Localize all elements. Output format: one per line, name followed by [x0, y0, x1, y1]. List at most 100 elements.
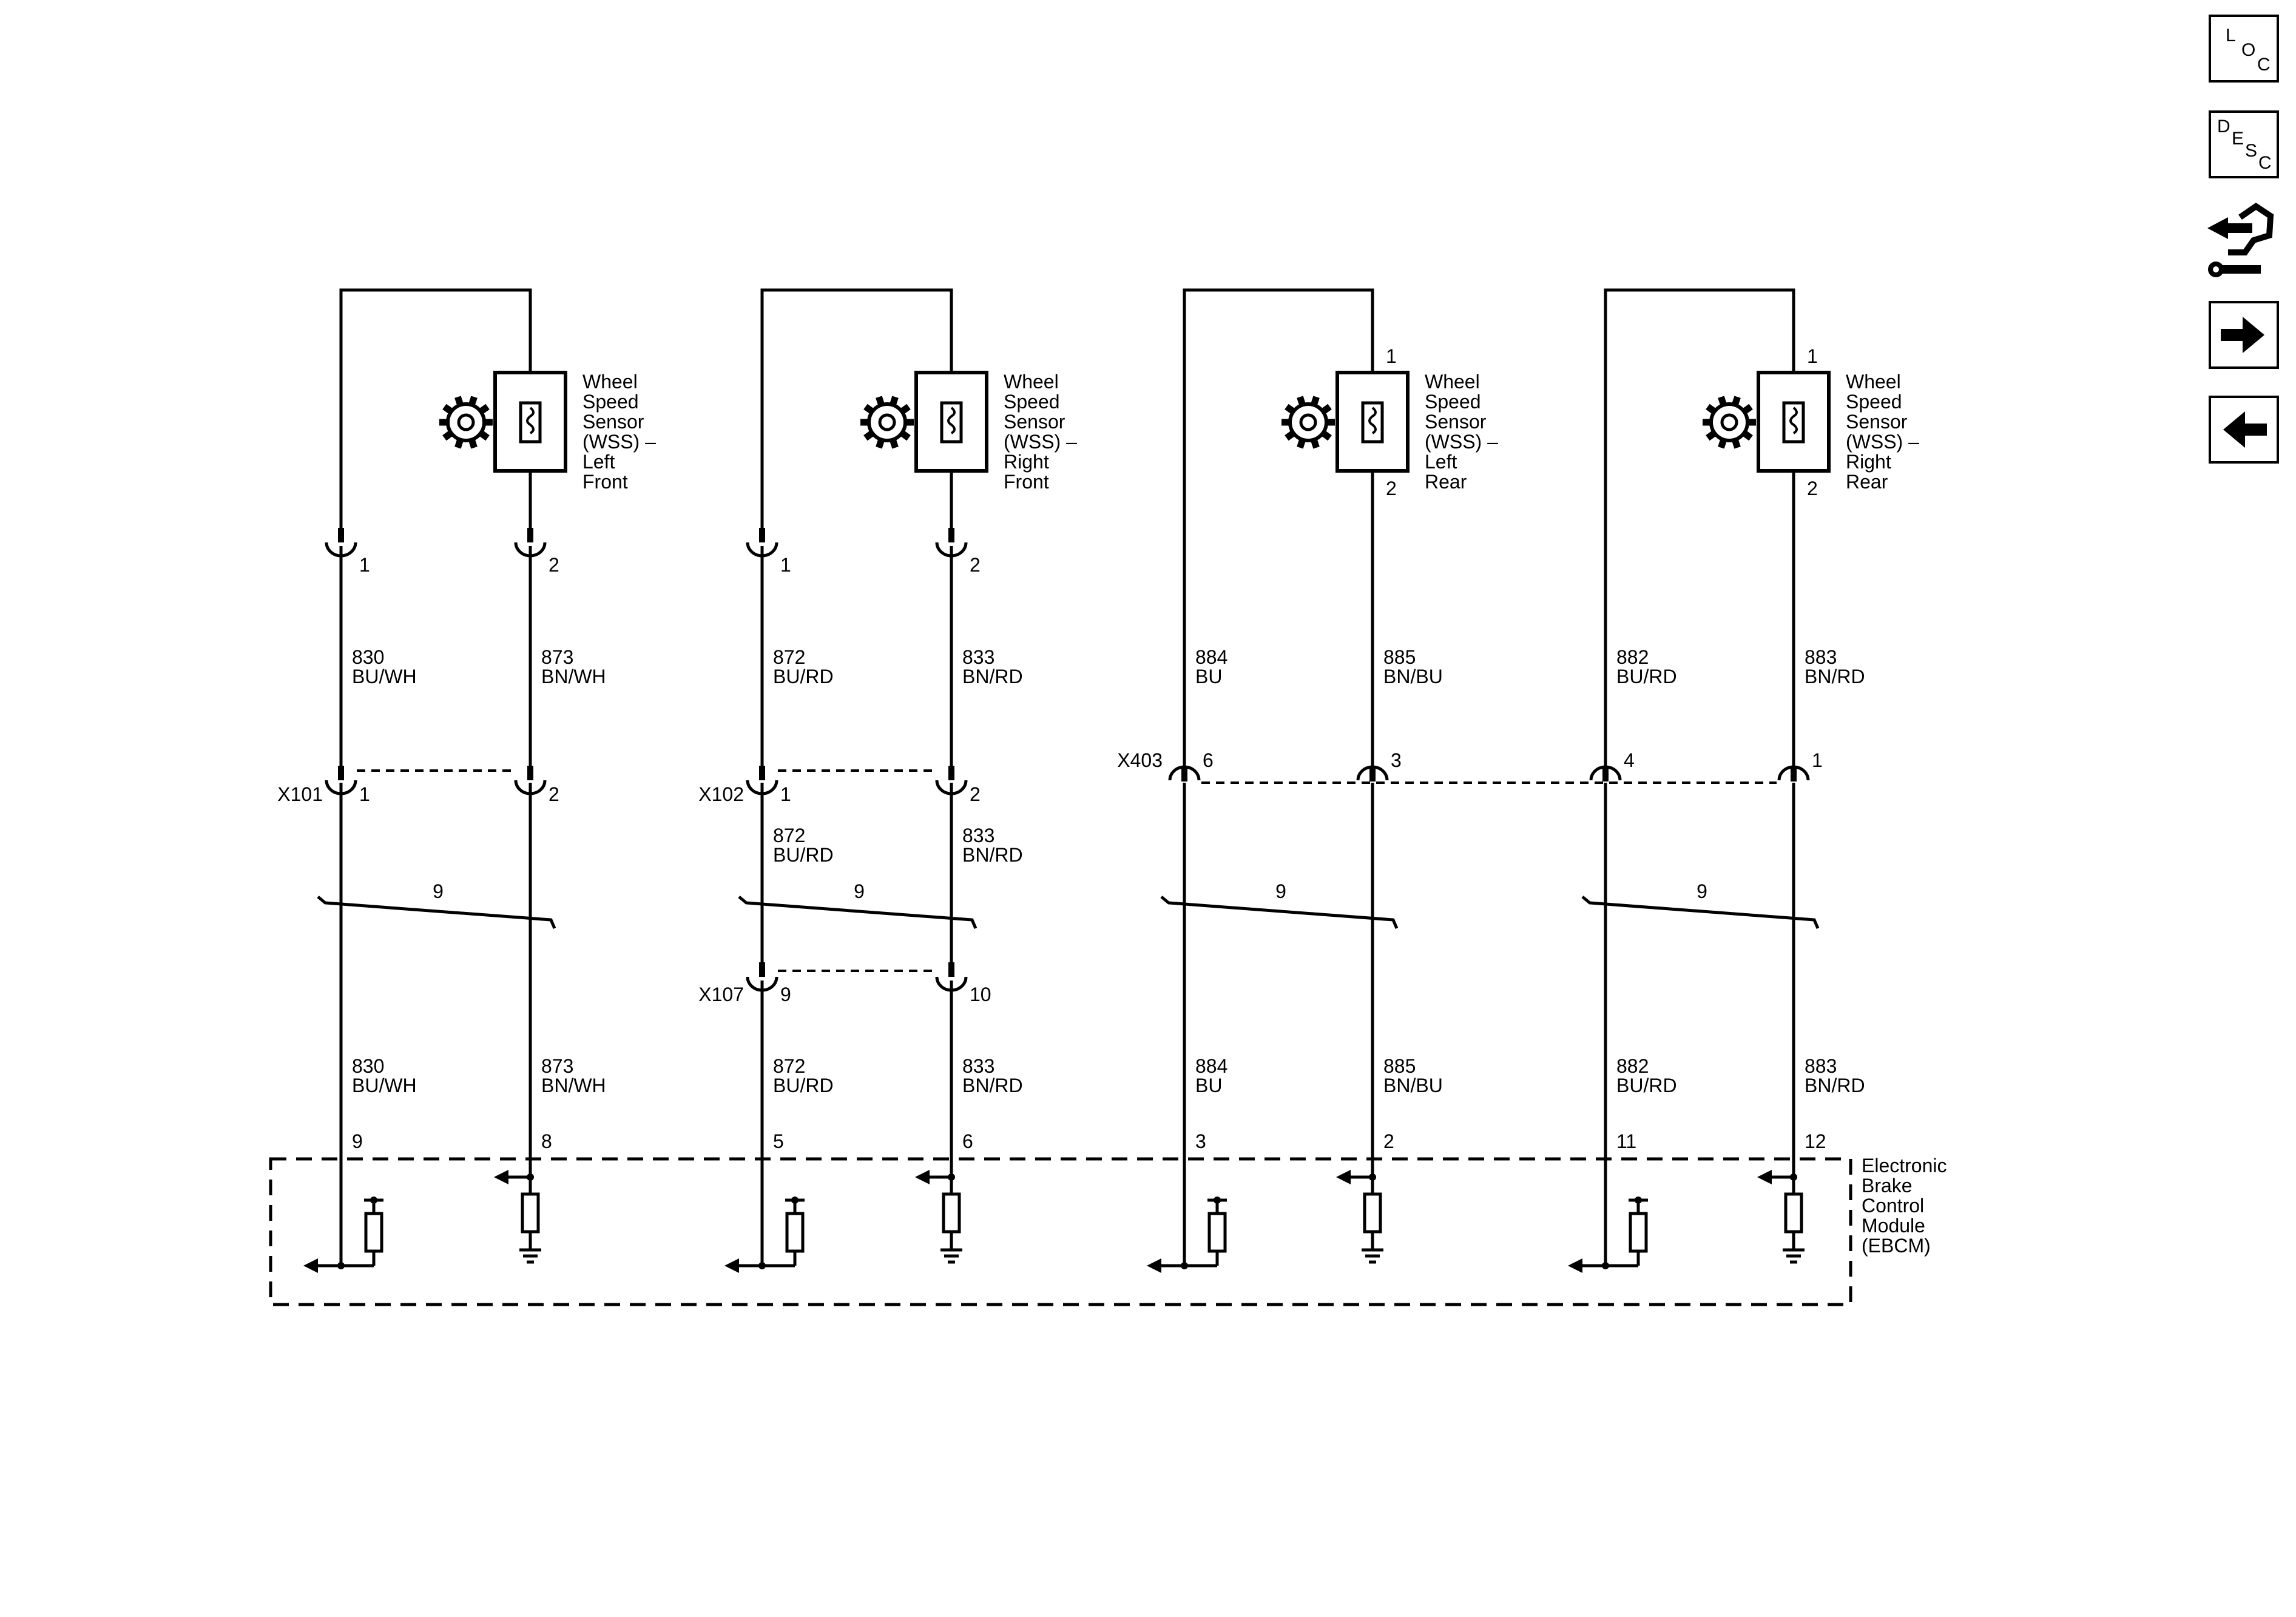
connector-cup — [1777, 765, 1810, 781]
sensor-element — [940, 401, 963, 444]
wire-color-code: BU/RD — [773, 844, 834, 866]
location-button[interactable]: L O C — [2209, 15, 2279, 83]
connector-pin: 1 — [1812, 749, 1823, 771]
sensor-element — [1782, 401, 1805, 444]
sensor-name-line: (WSS) – — [1846, 431, 1919, 453]
ebcm-name-line: Module — [1862, 1215, 1925, 1237]
sensor-name-line: Speed — [1004, 391, 1060, 413]
connector-name: X101 — [277, 783, 323, 805]
ebcm-input-circuit — [1336, 1170, 1383, 1264]
sensor-name-line: Sensor — [1425, 411, 1487, 433]
previous-page-button[interactable] — [2209, 396, 2279, 464]
ebcm-pin-number: 8 — [541, 1130, 552, 1152]
twisted-pair-count: 9 — [1275, 880, 1286, 902]
wire-circuit-number: 884 — [1195, 1055, 1227, 1077]
gear-icon — [439, 396, 493, 449]
sensor-pin-bottom: 2 — [1386, 478, 1397, 499]
wire-color-code: BN/BU — [1383, 1075, 1443, 1096]
twisted-pair-count: 9 — [854, 880, 865, 902]
twisted-pair-marker: 9 — [738, 880, 977, 929]
sensor-pin-top: 1 — [1386, 345, 1397, 367]
sensor-loop-wire — [339, 288, 532, 528]
sensor-loop-wire — [760, 288, 953, 528]
resistor — [785, 1212, 805, 1253]
ebcm-arrow-icon — [1336, 1170, 1351, 1184]
wire-color-code: BU/RD — [1616, 666, 1677, 687]
sensor-name-line: Right — [1004, 451, 1049, 473]
connector-name: X403 — [1117, 749, 1163, 771]
description-button[interactable]: D E S C — [2209, 110, 2279, 178]
connector-name: X107 — [698, 984, 744, 1005]
wire-color-code: BN/RD — [962, 1075, 1023, 1096]
gear-icon — [1281, 396, 1335, 449]
resistor — [521, 1192, 540, 1234]
sensor-name-line: Right — [1846, 451, 1891, 473]
resistor — [1629, 1212, 1648, 1253]
ebcm-input-circuit — [1147, 1177, 1227, 1273]
ebcm-arrow-icon — [1757, 1170, 1772, 1184]
sensor-coil — [1368, 407, 1377, 434]
wire-circuit-number: 830 — [352, 1055, 384, 1077]
wire-circuit-number: 883 — [1805, 1055, 1837, 1077]
sensor-name-line: Wheel — [1004, 371, 1059, 393]
ebcm-pin-number: 2 — [1383, 1130, 1394, 1152]
sensor-loop-wire — [1604, 288, 1795, 766]
next-page-button[interactable] — [2209, 301, 2279, 369]
ebcm-input-circuit — [494, 1170, 541, 1264]
twisted-pair-marker: 9 — [1581, 880, 1820, 929]
connector-cup — [1356, 765, 1389, 781]
wire-color-code: BN/RD — [962, 666, 1023, 687]
ebcm-input-circuit — [303, 1177, 383, 1273]
sensor-name-line: Wheel — [582, 371, 638, 393]
ebcm-input-circuit — [915, 1170, 962, 1264]
sensor-name-line: Speed — [582, 391, 639, 413]
wire-circuit-number: 885 — [1383, 1055, 1416, 1077]
ebcm-arrow-icon — [494, 1170, 508, 1184]
ebcm-name-line: Control — [1862, 1195, 1924, 1217]
resistor — [1363, 1192, 1382, 1234]
wire-color-code: BU — [1195, 666, 1222, 687]
desc-letter-c: C — [2258, 153, 2272, 173]
connector-cup — [1589, 765, 1622, 781]
wire-circuit-number: 873 — [541, 646, 573, 668]
twisted-pair-marker: 9 — [1160, 880, 1399, 929]
sensor-coil — [526, 407, 535, 434]
wire-circuit-number: 830 — [352, 646, 384, 668]
sensor-name-line: Wheel — [1425, 371, 1480, 393]
wire-color-code: BN/WH — [541, 666, 606, 687]
wire-color-code: BU — [1195, 1075, 1222, 1096]
wire-color-code: BN/WH — [541, 1075, 606, 1096]
sensor-element — [519, 401, 542, 444]
resistor — [1784, 1192, 1803, 1234]
sensor-body — [1757, 371, 1831, 473]
wire-color-code: BN/BU — [1383, 666, 1443, 687]
ebcm-arrow-icon — [303, 1258, 318, 1273]
ebcm-arrow-icon — [1147, 1258, 1161, 1273]
sensor-name-line: Sensor — [582, 411, 644, 433]
wire-color-code: BU/WH — [352, 1075, 417, 1096]
wire-color-code: BN/RD — [1805, 1075, 1865, 1096]
wire-circuit-number: 872 — [773, 646, 805, 668]
sensor-connector-pin: 1 — [780, 554, 791, 576]
twisted-pair-marker: 9 — [317, 880, 556, 929]
resistor — [364, 1212, 383, 1253]
component-tools-icon — [2207, 202, 2274, 277]
junction-dot — [791, 1197, 799, 1204]
sensor-name-line: Rear — [1425, 471, 1467, 493]
ebcm-pin-number: 9 — [352, 1130, 363, 1152]
sensor-name-line: Wheel — [1846, 371, 1901, 393]
component-tools-button[interactable] — [2204, 199, 2283, 284]
ebcm-name-line: Brake — [1862, 1175, 1913, 1197]
wire-circuit-number: 833 — [962, 646, 994, 668]
junction-dot — [1214, 1197, 1221, 1204]
sensor-coil — [1789, 407, 1798, 434]
sensor-connector-pin: 1 — [359, 554, 370, 576]
sensor-name-line: Front — [582, 471, 628, 493]
ebcm-input-circuit — [1757, 1170, 1805, 1264]
